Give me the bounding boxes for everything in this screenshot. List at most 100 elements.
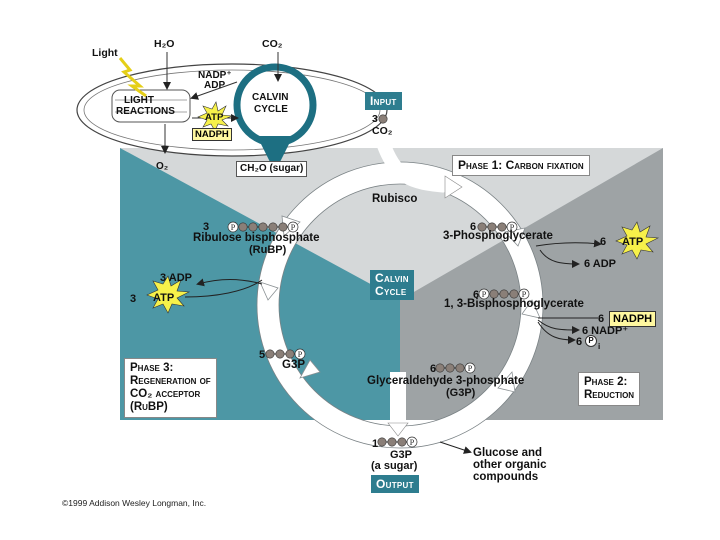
pga-chain: P bbox=[477, 221, 518, 233]
phase3-title: Phase 3: Regeneration of CO₂ acceptor (R… bbox=[124, 358, 217, 418]
carbon-atom bbox=[397, 437, 407, 447]
bpg-count: 6 bbox=[473, 289, 480, 301]
carbon-atom bbox=[509, 289, 519, 299]
g3p5-chain: P bbox=[265, 348, 306, 360]
output-product-1: Glucose and bbox=[473, 447, 543, 459]
carbon-atom bbox=[268, 222, 278, 232]
g3p6-chain: P bbox=[435, 362, 476, 374]
light-reactions-label-2: REACTIONS bbox=[116, 106, 175, 117]
phase1-light-wedge bbox=[120, 148, 663, 300]
carbon-atom bbox=[455, 363, 465, 373]
g3p6-count: 6 bbox=[430, 363, 437, 375]
pga-name: 3-Phosphoglycerate bbox=[443, 230, 553, 242]
input-count: 3 bbox=[372, 113, 378, 125]
g3p-output-chain: P bbox=[377, 436, 418, 448]
phosphate-label: P bbox=[298, 350, 303, 359]
g3p6-abbr: (G3P) bbox=[446, 387, 476, 399]
phase2-title-2: Reduction bbox=[584, 389, 635, 401]
phosphate-group bbox=[227, 221, 239, 233]
o2-label: O₂ bbox=[156, 161, 169, 172]
h2o-label: H₂O bbox=[154, 38, 175, 50]
phase3-atp-count: 3 bbox=[130, 293, 137, 305]
carbon-atom bbox=[489, 289, 499, 299]
phase2-title-1: Phase 2: bbox=[584, 376, 628, 388]
phase3-title-1: Phase 3: bbox=[130, 362, 174, 374]
phase2-nadp: 6 NADP⁺ bbox=[582, 325, 629, 337]
carbon-atom bbox=[285, 349, 295, 359]
carbon-atom bbox=[238, 222, 248, 232]
carbon-atom bbox=[499, 289, 509, 299]
carbon-atom bbox=[248, 222, 258, 232]
phase1-atp-count: 6 bbox=[600, 236, 607, 248]
phase3-title-3: CO₂ acceptor bbox=[130, 388, 201, 400]
light-reactions-label-1: LIGHT bbox=[124, 95, 154, 106]
pi-count: 6 bbox=[576, 336, 583, 348]
calvin-center-line1: Calvin bbox=[375, 271, 409, 285]
phosphate-group bbox=[406, 436, 418, 448]
output-box: Output bbox=[371, 475, 419, 493]
ch2o-label: CH₂O (sugar) bbox=[236, 161, 308, 177]
chloroplast-inner bbox=[83, 69, 381, 151]
output-sugar: (a sugar) bbox=[371, 460, 418, 472]
rubp-abbr: (RuBP) bbox=[249, 244, 287, 256]
phosphate-label: P bbox=[482, 290, 487, 299]
carbon-atom bbox=[387, 437, 397, 447]
phase3-adp: 3 ADP bbox=[160, 272, 192, 284]
inset-atp-burst bbox=[197, 101, 233, 132]
carbon-atom bbox=[377, 437, 387, 447]
carbon-atom bbox=[435, 363, 445, 373]
co2-label: CO₂ bbox=[262, 38, 283, 50]
inset-calvin-label-1: CALVIN bbox=[252, 92, 289, 103]
carbon-atom bbox=[275, 349, 285, 359]
phase2-nadph: NADPH bbox=[609, 311, 657, 327]
phosphate-group bbox=[506, 221, 518, 233]
phosphate-label: P bbox=[231, 223, 236, 232]
input-box: Input bbox=[365, 92, 402, 110]
output-g3p: G3P bbox=[390, 449, 413, 461]
calvin-cycle-center: Calvin Cycle bbox=[370, 270, 414, 300]
rubisco-label: Rubisco bbox=[372, 193, 418, 205]
co2-input-arrow bbox=[375, 137, 449, 193]
phase1-adp: 6 ADP bbox=[584, 258, 616, 270]
phase1-title: Phase 1: Carbon fixation bbox=[452, 155, 590, 176]
bpg-name: 1, 3-Bisphosphoglycerate bbox=[444, 298, 584, 310]
phase2-title: Phase 2: Reduction bbox=[578, 372, 641, 406]
phosphate-label: P bbox=[510, 223, 515, 232]
phosphate-label: P bbox=[522, 290, 527, 299]
light-label: Light bbox=[92, 47, 118, 59]
rubp-name: Ribulose bisphosphate bbox=[193, 232, 320, 244]
g3p5-count: 5 bbox=[259, 349, 266, 361]
light-reactions-stack bbox=[111, 89, 191, 123]
pi-sub: i bbox=[598, 342, 601, 351]
phase1-atp: ATP bbox=[622, 236, 644, 248]
input-co2: CO₂ bbox=[372, 125, 393, 137]
pi-symbol: P bbox=[585, 335, 597, 347]
nadph-count: 6 bbox=[598, 313, 605, 325]
phosphate-group bbox=[518, 288, 530, 300]
rubp-count: 3 bbox=[203, 221, 210, 233]
phosphate-label: P bbox=[410, 438, 415, 447]
inset-atp-label: ATP bbox=[205, 112, 224, 123]
phase3-title-4: (RuBP) bbox=[130, 401, 168, 413]
carbon-atom bbox=[445, 363, 455, 373]
co2-molecule bbox=[378, 114, 388, 124]
output-product-3: compounds bbox=[473, 471, 539, 483]
phase3-atp-burst bbox=[146, 275, 191, 314]
carbon-atom bbox=[265, 349, 275, 359]
carbon-atom bbox=[258, 222, 268, 232]
phosphate-group bbox=[478, 288, 490, 300]
inset-nadph-label: NADPH bbox=[192, 128, 232, 141]
g3p6-name: Glyceraldehyde 3-phosphate bbox=[367, 375, 525, 387]
phosphate-label: P bbox=[468, 364, 473, 373]
calvin-center-line2: Cycle bbox=[375, 284, 407, 298]
phase3-atp: ATP bbox=[153, 292, 175, 304]
carbon-atom bbox=[278, 222, 288, 232]
inset-calvin-label-2: CYCLE bbox=[254, 104, 288, 115]
phosphate-label: P bbox=[291, 223, 296, 232]
inset-nadp-label: NADP⁺ bbox=[198, 70, 232, 81]
output-product-2: other organic bbox=[473, 459, 547, 471]
